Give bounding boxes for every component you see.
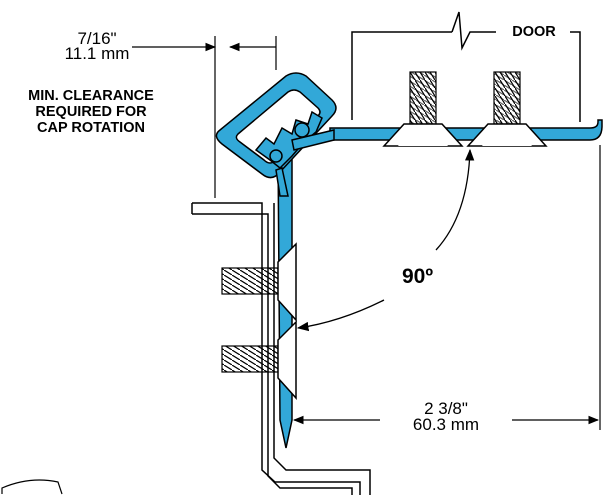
clearance-mm-label: 11.1 mm [64,44,130,63]
frame-screw-top [221,242,297,322]
clearance-note-line-2: REQUIRED FOR [35,104,147,120]
angle-label: 90º [402,265,434,288]
depth-dimension [292,145,601,430]
frame-screw-bottom [221,320,297,400]
clearance-dimension [132,36,277,198]
partial-outline [1,479,63,495]
depth-fraction-label: 2 3/8" [424,399,468,418]
depth-mm-label: 60.3 mm [412,415,480,434]
door-screw-left [382,71,464,147]
door-outline [351,11,581,122]
clearance-note-line-1: MIN. CLEARANCE [28,88,154,104]
door-leaf-profile [329,119,603,141]
clearance-note-line-3: CAP ROTATION [37,120,145,136]
angle-arc-arrow [296,148,475,332]
frame-outline [191,202,371,495]
door-screw-right [466,71,548,147]
hinge-cap [215,72,337,197]
clearance-fraction-label: 7/16" [77,29,117,48]
door-label: DOOR [498,24,570,40]
